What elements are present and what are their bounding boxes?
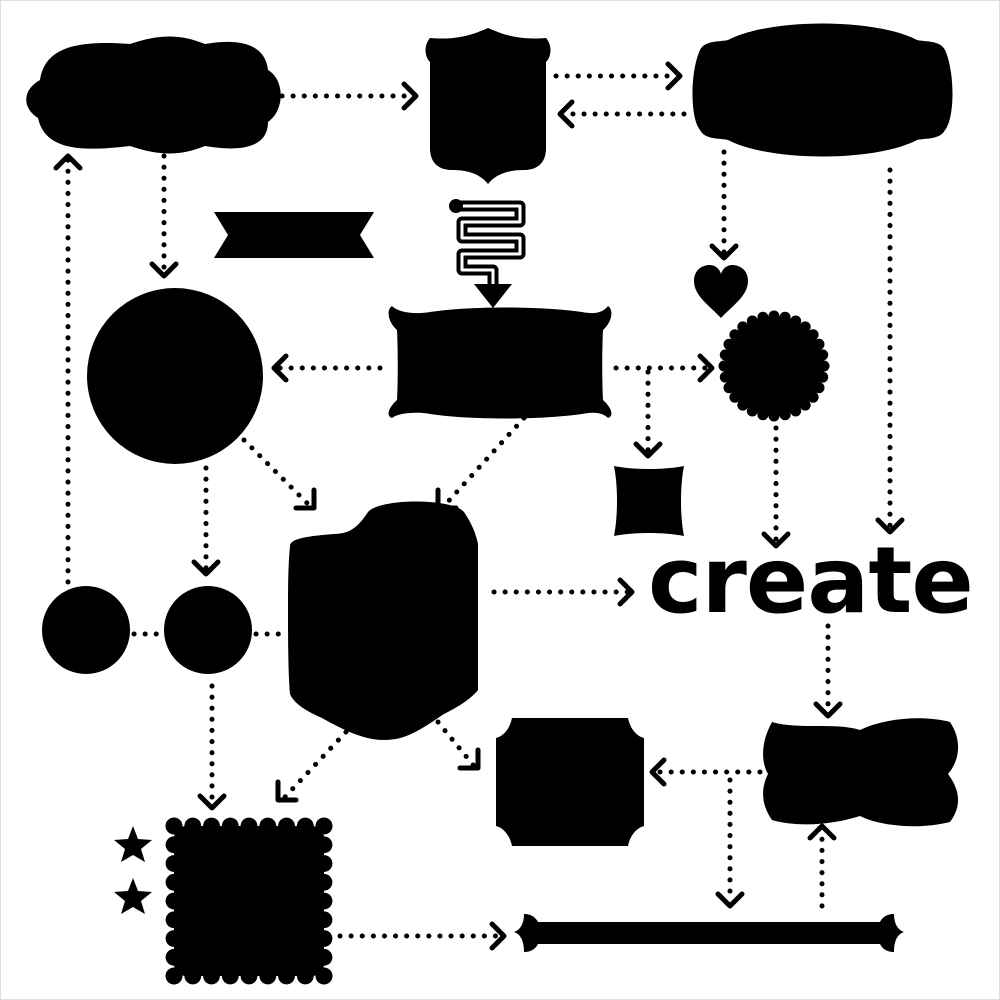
square-scallop: [165, 911, 183, 929]
seal-scallop: [813, 382, 825, 394]
small-circle-left: [42, 586, 130, 674]
square-scallop: [221, 817, 239, 835]
shield-shape: [425, 28, 551, 184]
square-scallop: [315, 911, 333, 929]
square-scallop: [315, 873, 333, 891]
seal-scallop: [723, 382, 735, 394]
star-icon-top: [114, 826, 152, 862]
seal-scallop: [790, 315, 802, 327]
squiggle-arrow-icon: [449, 199, 526, 308]
square-scallop: [165, 855, 183, 872]
square-scallop: [315, 930, 333, 947]
wavy-banner-shape: [26, 36, 281, 154]
square-scallop: [315, 948, 333, 966]
heart-icon: [694, 265, 748, 318]
square-scallop: [203, 967, 220, 985]
frame-label-shape: [288, 501, 478, 740]
center-label-shape: [388, 306, 612, 419]
seal-scallop: [779, 409, 791, 421]
seal-scallop: [807, 391, 819, 403]
square-scallop: [165, 948, 183, 966]
small-square-shape: [614, 466, 684, 536]
square-scallop: [165, 817, 183, 835]
seal-scallop: [729, 391, 741, 403]
seal-scallop: [729, 329, 741, 341]
square-scallop: [240, 967, 258, 985]
large-circle-shape: [87, 288, 263, 464]
seal-scallop: [768, 310, 780, 322]
seal-scallop: [757, 311, 769, 323]
seal-scallop: [737, 399, 749, 411]
square-scallop: [315, 892, 333, 910]
square-scallop: [296, 817, 314, 835]
square-scallop: [315, 855, 333, 872]
square-scallop: [221, 967, 239, 985]
square-scallop: [315, 967, 333, 985]
square-scallop: [165, 967, 183, 985]
seal-scallop: [807, 329, 819, 341]
create-word: create: [648, 527, 973, 634]
seal-scallop: [718, 360, 730, 372]
square-scallop: [184, 817, 202, 835]
bracket-label-top-right: [692, 23, 953, 157]
square-scallop: [165, 873, 183, 891]
scalloped-seal-shape: [718, 310, 830, 422]
star-icon-bottom: [114, 878, 152, 914]
small-circle-middle: [164, 586, 252, 674]
seal-scallop: [746, 315, 758, 327]
seal-scallop: [779, 311, 791, 323]
square-scallop: [240, 817, 258, 835]
seal-scallop: [790, 405, 802, 417]
bowtie-label-shape: [763, 718, 959, 827]
square-scallop: [165, 836, 183, 854]
square-scallop: [259, 817, 277, 835]
notched-square-shape: [496, 718, 644, 846]
seal-scallop: [813, 338, 825, 350]
seal-scallop: [768, 410, 780, 422]
seal-scallop: [757, 409, 769, 421]
seal-scallop: [799, 321, 811, 333]
scalloped-square-shape: [165, 817, 333, 985]
seal-scallop: [818, 360, 830, 372]
square-scallop: [296, 967, 314, 985]
square-scallop: [315, 836, 333, 854]
square-scallop: [203, 817, 220, 835]
seal-scallop: [746, 405, 758, 417]
seal-scallop: [799, 399, 811, 411]
square-scallop: [278, 817, 295, 835]
seal-scallop: [723, 338, 735, 350]
square-scallop: [165, 930, 183, 947]
seal-scallop: [719, 371, 731, 383]
dotted-connectors: [53, 61, 905, 951]
seal-scallop: [817, 371, 829, 383]
square-scallop: [315, 817, 333, 835]
square-scallop: [165, 892, 183, 910]
long-bar-label-shape: [514, 914, 904, 952]
seal-scallop: [737, 321, 749, 333]
seal-scallop: [817, 349, 829, 361]
square-scallop: [259, 967, 277, 985]
ribbon-banner-shape: [214, 212, 374, 258]
square-scallop: [278, 967, 295, 985]
seal-scallop: [719, 349, 731, 361]
square-scallop: [184, 967, 202, 985]
